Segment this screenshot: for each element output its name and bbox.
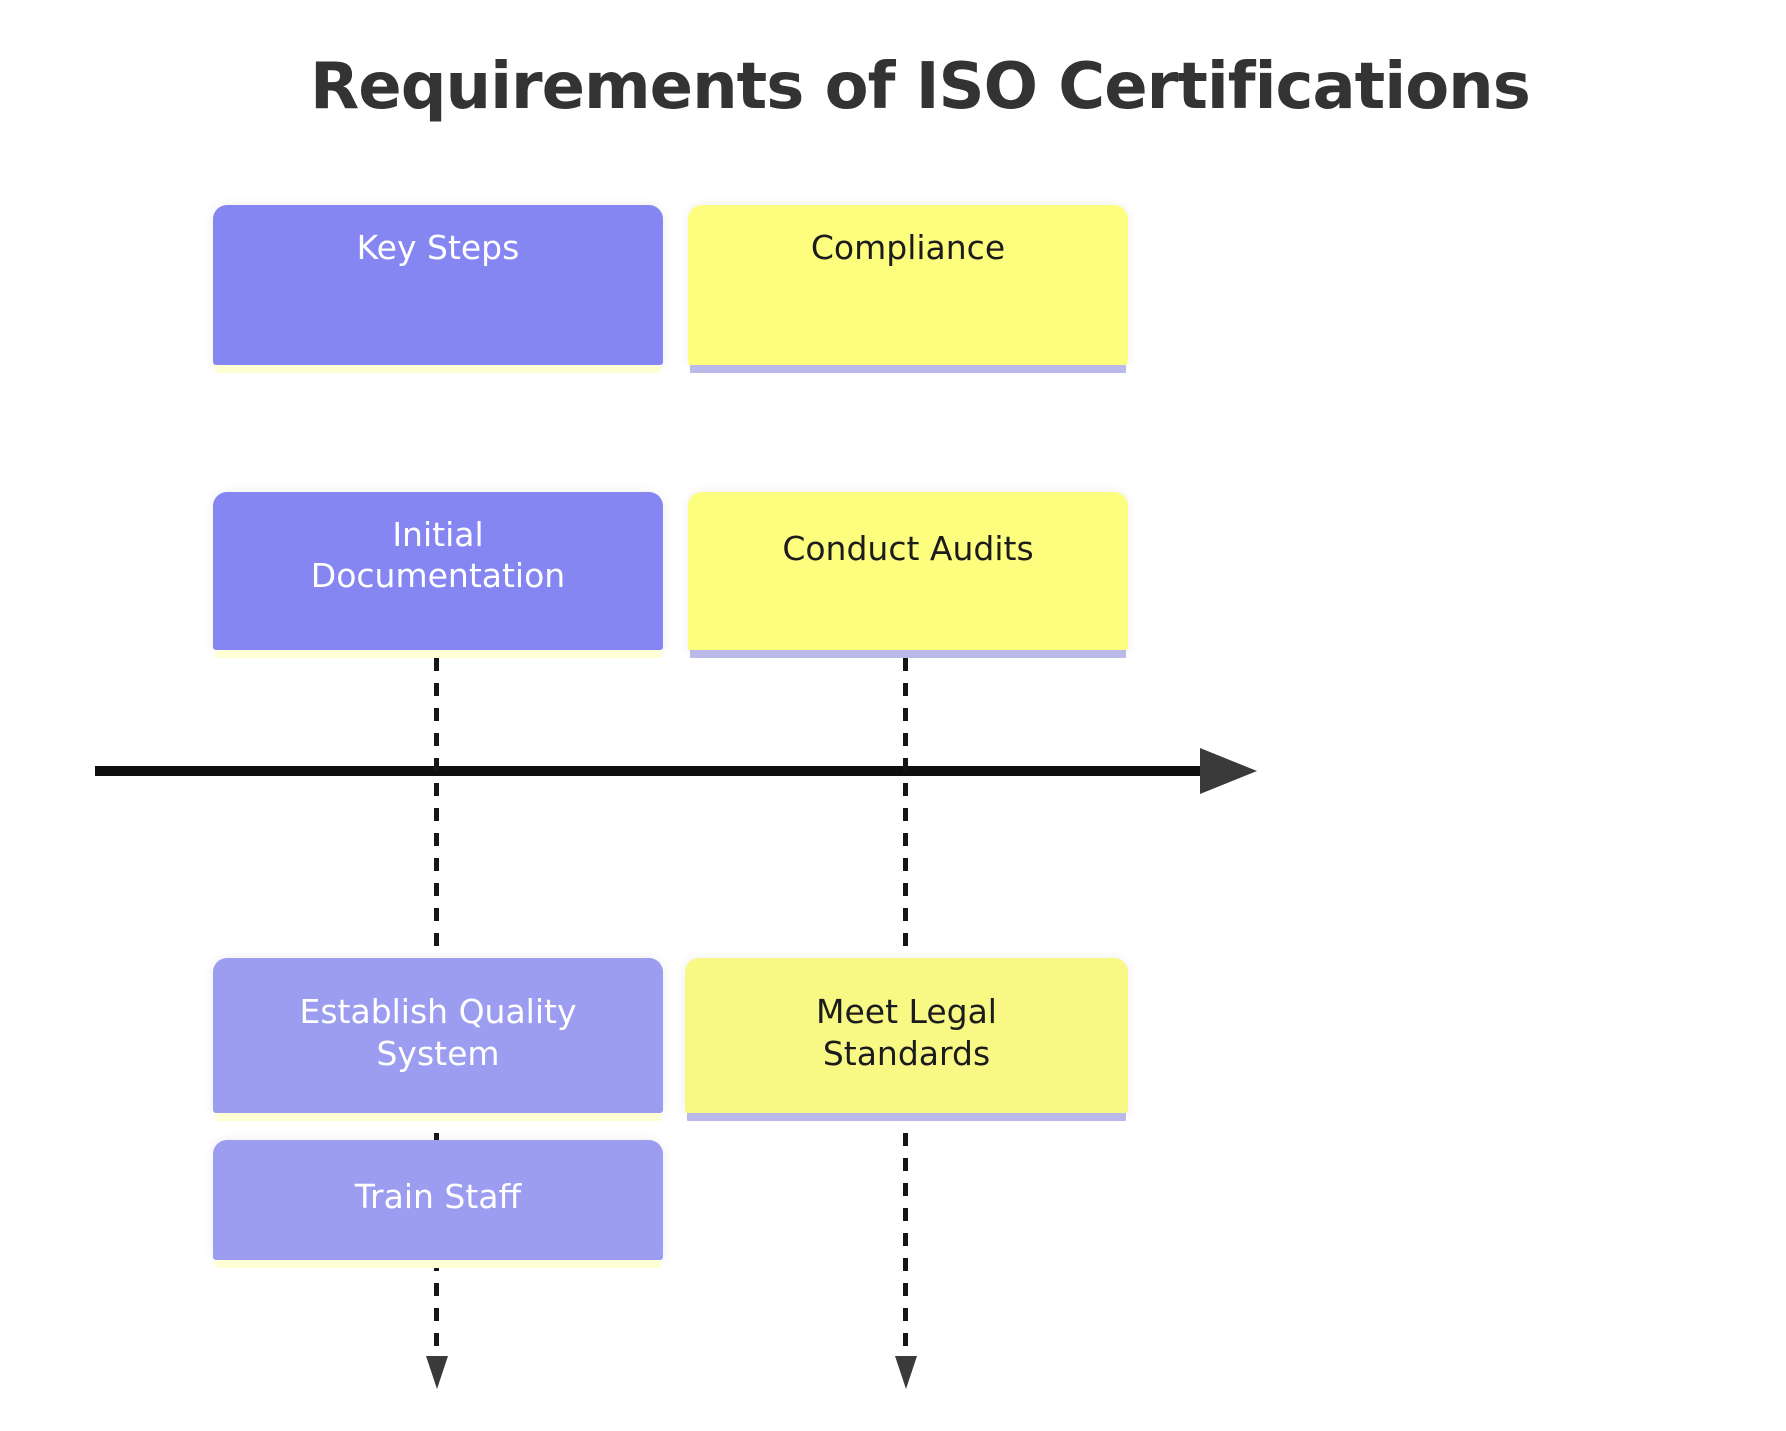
timeline-line [95, 766, 1203, 776]
node-label: Compliance [810, 228, 1006, 268]
node-key-steps-header: Key Steps [213, 205, 663, 365]
down-arrowhead-left-icon [426, 1356, 448, 1389]
down-arrowhead-right-icon [895, 1356, 917, 1389]
node-establish-quality-system: Establish Quality System [213, 958, 663, 1113]
node-initial-documentation: Initial Documentation [213, 492, 663, 650]
node-meet-legal-standards: Meet Legal Standards [685, 958, 1128, 1113]
page-title: Requirements of ISO Certifications [310, 50, 1531, 124]
node-compliance-header: Compliance [688, 205, 1128, 365]
node-label: Initial Documentation [310, 514, 566, 595]
node-label: Key Steps [356, 228, 520, 268]
node-label: Meet Legal Standards [816, 992, 997, 1073]
timeline-arrowhead-icon [1200, 748, 1257, 794]
node-label: Train Staff [354, 1177, 522, 1217]
node-label: Establish Quality System [299, 992, 577, 1073]
node-conduct-audits: Conduct Audits [688, 492, 1128, 650]
node-label: Conduct Audits [782, 529, 1034, 569]
node-train-staff: Train Staff [213, 1140, 663, 1260]
